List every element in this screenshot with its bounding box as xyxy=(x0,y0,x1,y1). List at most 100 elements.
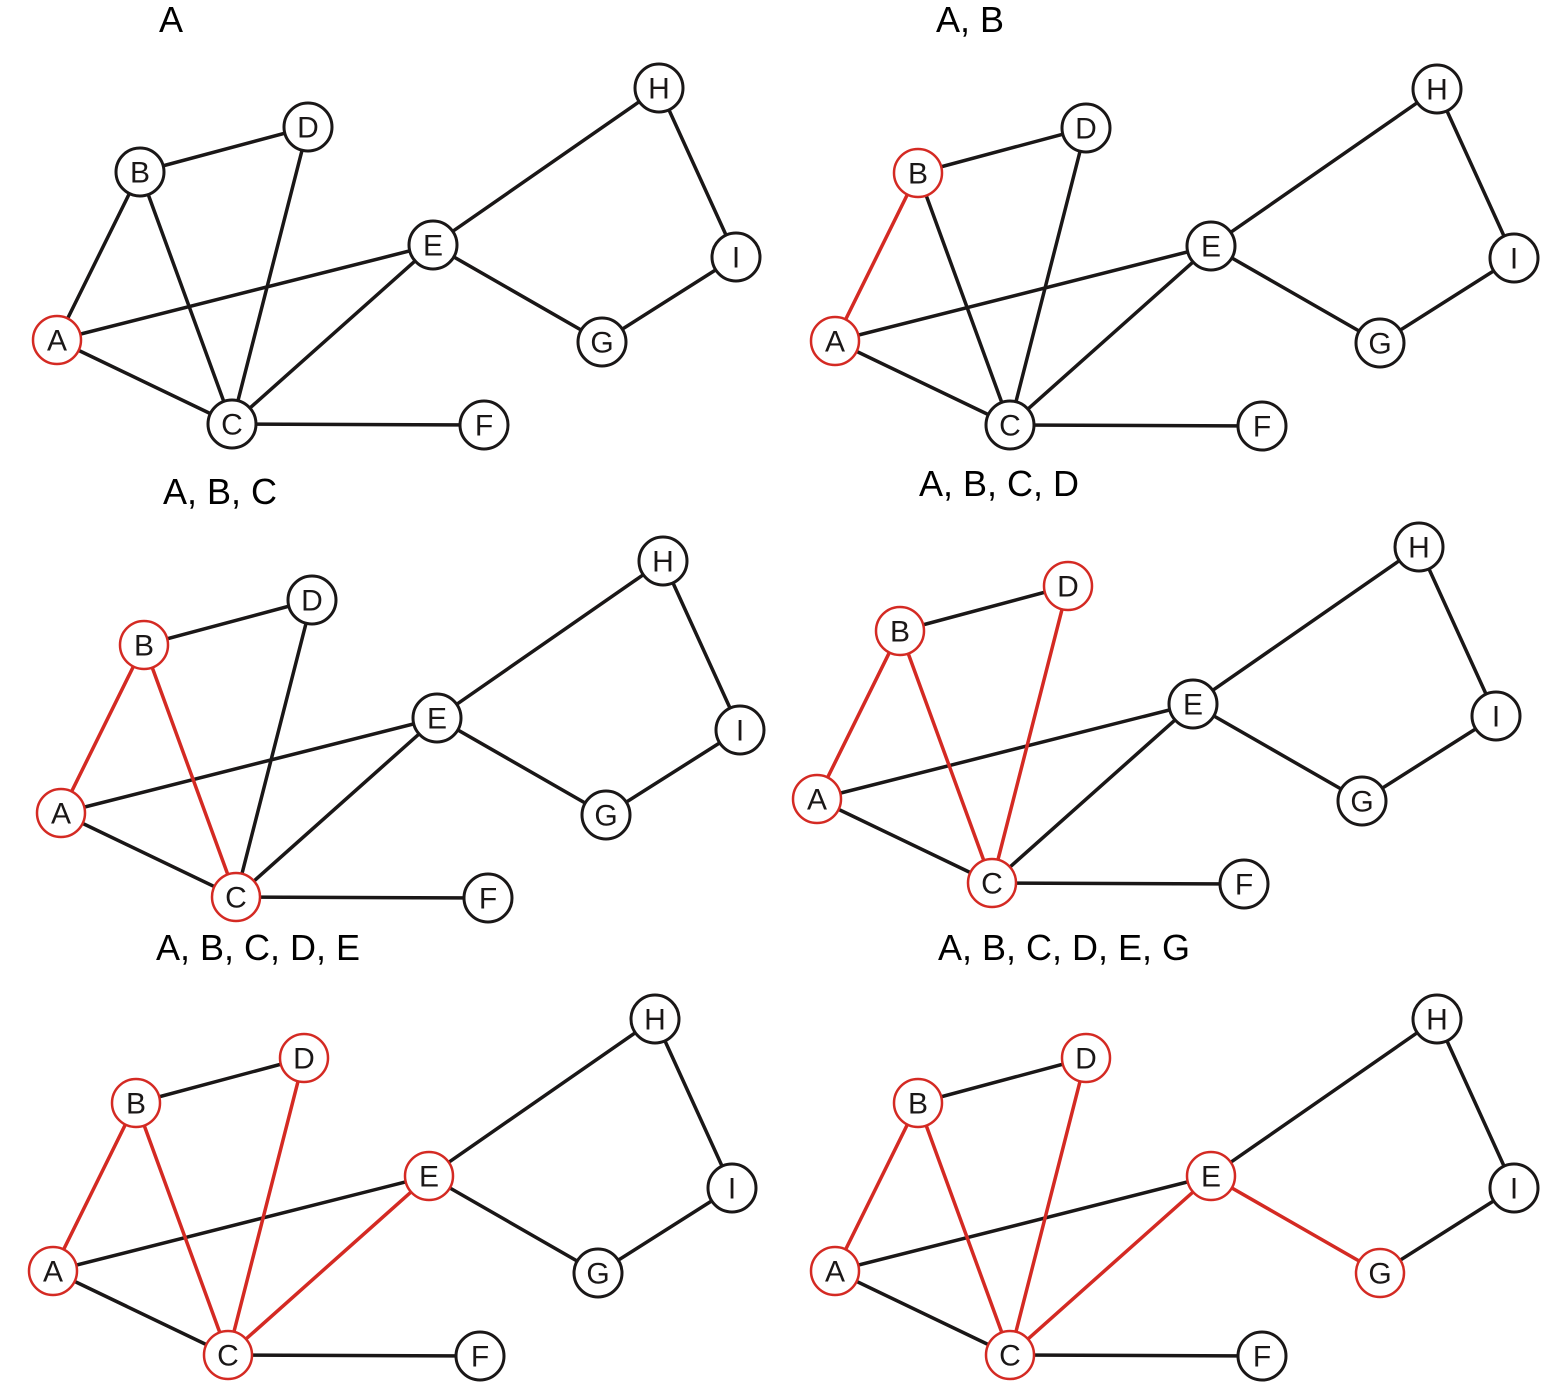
node-circle xyxy=(1060,102,1112,154)
node-label: D xyxy=(1057,571,1079,604)
node-b: B xyxy=(110,1077,162,1129)
node-circle xyxy=(1218,858,1270,910)
node-label: D xyxy=(293,1043,315,1076)
node-circle xyxy=(462,872,514,924)
node-h: H xyxy=(1411,993,1463,1045)
node-b: B xyxy=(892,147,944,199)
node-h: H xyxy=(637,535,689,587)
node-i: I xyxy=(1488,232,1540,284)
edge-c-d xyxy=(990,584,1070,885)
node-label: F xyxy=(1253,1341,1271,1374)
edge-c-e xyxy=(990,702,1195,885)
node-i: I xyxy=(706,1162,758,1214)
node-g: G xyxy=(580,789,632,841)
node-label: G xyxy=(1350,786,1373,819)
node-label: C xyxy=(999,1340,1021,1373)
node-i: I xyxy=(1488,1162,1540,1214)
edges-group xyxy=(833,1017,1516,1358)
node-circle xyxy=(1060,1032,1112,1084)
edge-b-c xyxy=(916,171,1012,427)
node-circle xyxy=(458,399,510,451)
node-circle xyxy=(710,231,762,283)
node-e: E xyxy=(411,692,463,744)
edge-b-c xyxy=(138,170,234,426)
node-circle xyxy=(629,993,681,1045)
edge-a-e xyxy=(55,243,435,342)
node-a: A xyxy=(809,1245,861,1297)
edge-e-g xyxy=(427,1174,600,1275)
edge-a-c xyxy=(55,338,234,426)
node-label: C xyxy=(221,409,243,442)
node-circle xyxy=(407,219,459,271)
edge-c-d xyxy=(230,125,310,426)
node-label: I xyxy=(1492,701,1500,734)
edge-c-f xyxy=(1008,1353,1264,1358)
node-label: E xyxy=(1201,1161,1221,1194)
node-label: E xyxy=(427,703,447,736)
node-circle xyxy=(1042,560,1094,612)
node-h: H xyxy=(1411,63,1463,115)
node-label: I xyxy=(736,715,744,748)
panel-caption: A xyxy=(159,0,184,40)
panel-caption: A, B, C xyxy=(163,471,278,512)
node-circle xyxy=(206,398,258,450)
node-c: C xyxy=(206,398,258,450)
node-circle xyxy=(31,314,83,366)
node-label: E xyxy=(1183,689,1203,722)
edge-c-f xyxy=(234,895,490,900)
edge-b-d xyxy=(916,1056,1088,1105)
node-label: I xyxy=(1510,243,1518,276)
edges-group xyxy=(833,87,1516,428)
node-label: B xyxy=(890,616,910,649)
edge-e-h xyxy=(1209,1017,1439,1178)
node-label: B xyxy=(908,158,928,191)
node-g: G xyxy=(1354,317,1406,369)
node-e: E xyxy=(1185,220,1237,272)
node-b: B xyxy=(118,619,170,671)
edge-c-e xyxy=(1008,244,1213,427)
node-circle xyxy=(809,1245,861,1297)
edge-a-c xyxy=(833,1269,1012,1357)
node-circle xyxy=(110,1077,162,1129)
edge-e-g xyxy=(1209,1174,1382,1275)
node-f: F xyxy=(454,1330,506,1382)
edge-e-g xyxy=(435,716,608,817)
edge-b-d xyxy=(142,598,314,647)
node-circle xyxy=(403,1150,455,1202)
node-circle xyxy=(984,399,1036,451)
node-i: I xyxy=(1470,690,1522,742)
edge-e-h xyxy=(1209,87,1439,248)
node-label: I xyxy=(732,242,740,275)
node-g: G xyxy=(572,1247,624,1299)
node-label: G xyxy=(586,1258,609,1291)
edge-a-b xyxy=(59,643,146,815)
node-d: D xyxy=(1060,1032,1112,1084)
node-label: C xyxy=(999,410,1021,443)
edge-h-i xyxy=(1435,87,1516,260)
node-label: D xyxy=(297,112,319,145)
edge-a-e xyxy=(59,716,439,815)
edge-g-i xyxy=(600,255,738,344)
node-label: C xyxy=(225,882,247,915)
edge-g-i xyxy=(1378,1186,1516,1275)
edge-h-i xyxy=(653,1017,734,1190)
node-g: G xyxy=(1354,1247,1406,1299)
node-a: A xyxy=(35,787,87,839)
edge-a-c xyxy=(833,339,1012,427)
edge-c-e xyxy=(226,1174,431,1357)
panel-caption: A, B, C, D xyxy=(919,463,1080,504)
node-i: I xyxy=(710,231,762,283)
node-d: D xyxy=(278,1032,330,1084)
node-h: H xyxy=(629,993,681,1045)
node-circle xyxy=(892,1077,944,1129)
node-circle xyxy=(633,62,685,114)
node-circle xyxy=(576,316,628,368)
